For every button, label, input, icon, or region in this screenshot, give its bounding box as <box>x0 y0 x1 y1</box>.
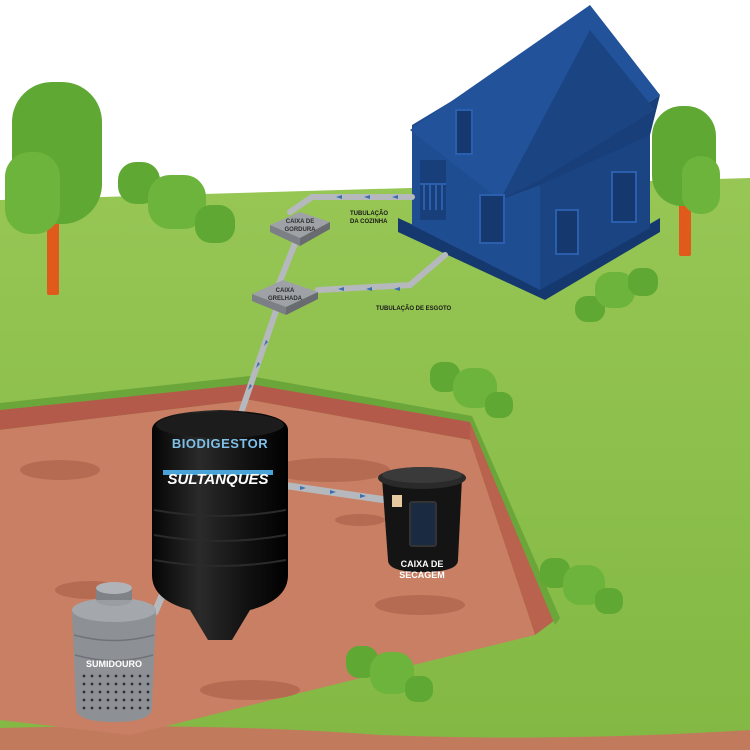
soil-patch <box>335 514 385 526</box>
house-window <box>479 194 505 244</box>
biodigestor-body <box>152 410 288 640</box>
caixa-secagem-lid-top <box>382 467 462 483</box>
lawn-front-edge <box>0 726 750 750</box>
caixa-secagem-label-2: SECAGEM <box>399 570 445 580</box>
caixa-gordura-label-1: CAIXA DE <box>286 219 314 225</box>
bush <box>595 272 635 308</box>
caixa-secagem-pipe-inlet <box>392 495 402 507</box>
tubulacao-esgoto-label: TUBULAÇÃO DE ESGOTO <box>376 305 452 312</box>
biodigestor-label: BIODIGESTOR <box>172 436 268 451</box>
pipe-sewage <box>315 252 448 293</box>
biodigestor-ribs <box>153 509 287 567</box>
bush <box>628 268 658 296</box>
caixa-gordura: CAIXA DE GORDURA <box>270 212 330 246</box>
biodigestor-tank: BIODIGESTOR SULTANQUES <box>152 410 288 640</box>
sumidouro-label: SUMIDOURO <box>86 659 142 669</box>
pipe-gordura-to-grelhada <box>275 233 301 289</box>
caixa-gordura-label-2: GORDURA <box>285 227 317 233</box>
sumidouro-top <box>72 598 156 622</box>
house-gable <box>500 30 655 200</box>
caixa-grelhada-label-2: GRELHADA <box>268 296 303 302</box>
brand-logo: SULTANQUES <box>167 471 268 488</box>
caixa-grelhada-box <box>252 280 318 307</box>
bush-group-mid <box>430 362 513 418</box>
tubulacao-cozinha-label-1: TUBULAÇÃO <box>350 210 388 217</box>
caixa-gordura-side <box>300 222 330 246</box>
caixa-secagem-window <box>409 501 437 547</box>
bush-group-right <box>540 558 623 614</box>
soil-patch <box>375 595 465 615</box>
bush <box>540 558 570 588</box>
soil-patch <box>20 460 100 480</box>
tree-crown <box>5 152 60 234</box>
bush-group-bottom <box>346 646 433 702</box>
sumidouro-cap-top <box>96 582 132 594</box>
caixa-grelhada-side <box>252 294 286 315</box>
tree-left <box>5 82 102 295</box>
sumidouro-ribs <box>73 634 155 662</box>
bush <box>195 205 235 243</box>
caixa-grelhada-label-1: CAIXA <box>276 288 295 294</box>
brand-stripe <box>163 470 273 475</box>
bush <box>453 368 497 408</box>
bush <box>563 565 605 605</box>
pipe-to-biodigestor <box>239 302 281 413</box>
sumidouro: SUMIDOURO <box>72 582 156 722</box>
bush <box>595 588 623 614</box>
house-roof-right <box>500 5 660 200</box>
bush <box>485 392 513 418</box>
bush <box>575 296 605 322</box>
soil-patch <box>200 680 300 700</box>
bush <box>405 676 433 702</box>
piping <box>151 194 448 616</box>
bush <box>370 652 414 694</box>
bush-group-house <box>575 268 658 322</box>
tubulacao-cozinha-label-2: DA COZINHA <box>350 219 388 225</box>
caixa-grelhada: CAIXA GRELHADA <box>252 280 318 315</box>
tree-right <box>652 106 720 256</box>
caixa-grelhada-side <box>286 292 318 315</box>
caixa-gordura-side <box>270 225 300 246</box>
tree-crown <box>682 156 720 214</box>
house-window <box>455 109 473 155</box>
porch-railing <box>420 183 446 210</box>
excavation-rim <box>0 376 560 625</box>
bush <box>148 175 206 229</box>
sumidouro-perforation <box>78 670 150 714</box>
bush-group-top <box>118 162 235 243</box>
pipe-kitchen <box>287 194 415 215</box>
house <box>398 5 660 300</box>
house-window <box>555 209 579 255</box>
house-window <box>611 171 637 223</box>
soil-patch <box>270 458 390 482</box>
pipe-to-caixa-secagem <box>271 480 404 506</box>
bush <box>430 362 460 392</box>
caixa-secagem-label-1: CAIXA DE <box>401 559 444 569</box>
excavation-wall-right <box>470 420 555 635</box>
caixa-secagem: CAIXA DE SECAGEM <box>378 467 466 580</box>
biodigestor-top <box>156 412 284 438</box>
